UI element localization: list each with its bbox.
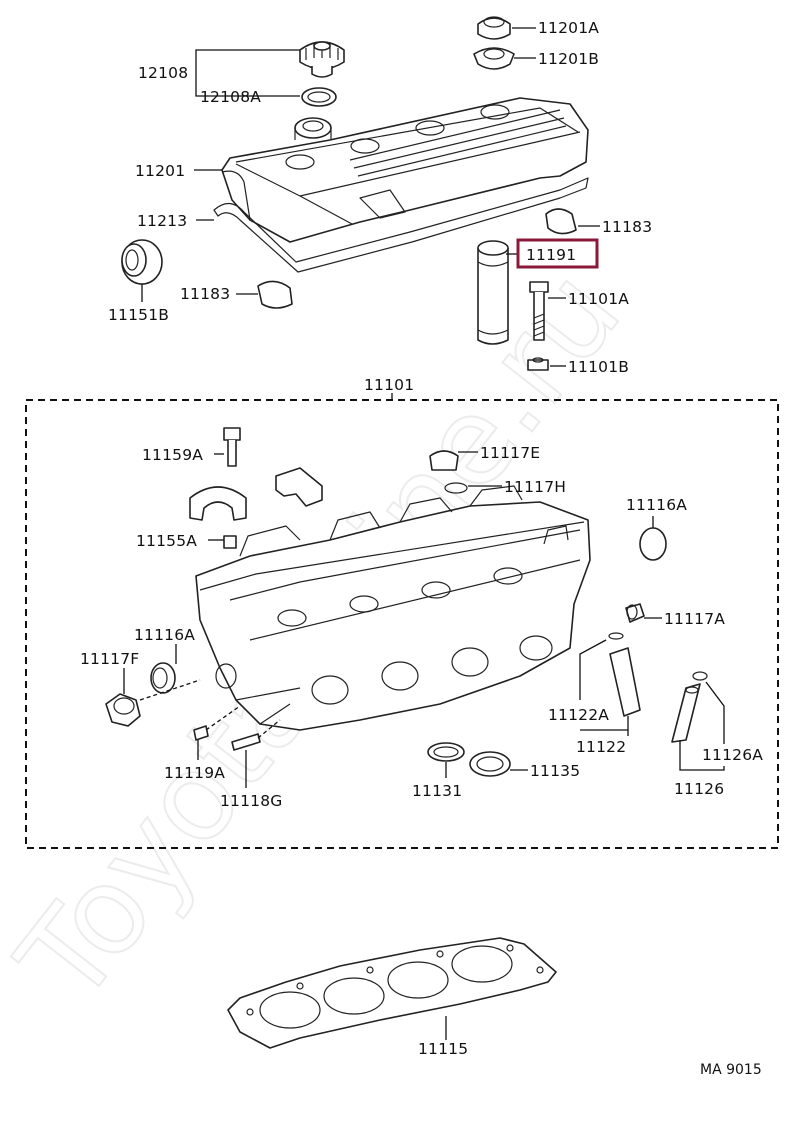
label-12108A: 12108A [200,88,261,106]
camshaft-oil-seal[interactable] [121,239,163,285]
label-11115: 11115 [418,1040,468,1058]
cover-grommet-11201A[interactable] [477,16,511,40]
label-11122A: 11122A [548,706,609,724]
label-12108: 12108 [138,64,188,82]
expansion-plug-right[interactable] [639,527,667,561]
cylinder-head-cover[interactable] [221,97,589,243]
spark-plug-tube[interactable] [477,240,509,345]
label-11183-upper: 11183 [602,218,652,236]
label-11116A-left: 11116A [134,626,195,644]
half-moon-plug-upper[interactable] [545,208,577,235]
label-11126A: 11126A [702,746,763,764]
o-ring-11117H[interactable] [444,482,468,494]
label-11131: 11131 [412,782,462,800]
camshaft-bearing-cap-right[interactable] [275,467,323,507]
cylinder-head-gasket[interactable] [227,937,557,1049]
expansion-plug-left[interactable] [150,662,176,694]
label-11101A: 11101A [568,290,629,308]
valve-guide-11126[interactable] [671,671,708,743]
head-cover-gasket[interactable] [213,177,589,273]
diagram-code: MA 9015 [700,1062,762,1078]
valve-guide-11122[interactable] [608,632,641,717]
tight-plug-11117F[interactable] [105,693,141,727]
label-11116A-right: 11116A [626,496,687,514]
label-11191[interactable]: 11191 [526,246,576,264]
label-11117F: 11117F [80,650,139,668]
head-bolt[interactable] [529,281,549,341]
tight-plug-11117A[interactable] [625,603,645,623]
label-11151B: 11151B [108,306,169,324]
highlight-box-11191 [516,238,599,269]
label-11201: 11201 [135,162,185,180]
label-11117E: 11117E [480,444,540,462]
label-11159A: 11159A [142,446,203,464]
cylinder-head-body[interactable] [195,485,591,731]
ring-11131[interactable] [427,742,465,762]
half-moon-plug-lower[interactable] [257,280,293,309]
gasket-11135[interactable] [469,751,511,777]
label-11117A: 11117A [664,610,725,628]
label-11118G: 11118G [220,792,283,810]
label-11101B: 11101B [568,358,629,376]
label-11183-lower: 11183 [180,285,230,303]
leader-lines [123,27,725,1040]
label-11117H: 11117H [504,478,566,496]
straight-pin[interactable] [223,535,237,549]
label-11155A: 11155A [136,532,197,550]
label-11201B: 11201B [538,50,599,68]
oil-filler-cap[interactable] [299,41,345,78]
camshaft-bearing-cap-left[interactable] [189,486,247,521]
pin-11119A[interactable] [193,725,209,741]
tight-plug-11117E[interactable] [429,450,459,471]
filler-cap-gasket[interactable] [301,87,337,107]
label-11201A: 11201A [538,19,599,37]
camshaft-bearing-cap-bolt[interactable] [223,427,241,467]
stud-11118G[interactable] [231,733,261,751]
cover-washer-11201B[interactable] [473,47,515,70]
label-11135: 11135 [530,762,580,780]
head-bolt-washer[interactable] [527,357,549,371]
label-11126: 11126 [674,780,724,798]
label-11101: 11101 [364,376,414,394]
cylinder-head-subassy-frame [25,399,779,849]
label-11213: 11213 [137,212,187,230]
label-11122: 11122 [576,738,626,756]
label-11119A: 11119A [164,764,225,782]
